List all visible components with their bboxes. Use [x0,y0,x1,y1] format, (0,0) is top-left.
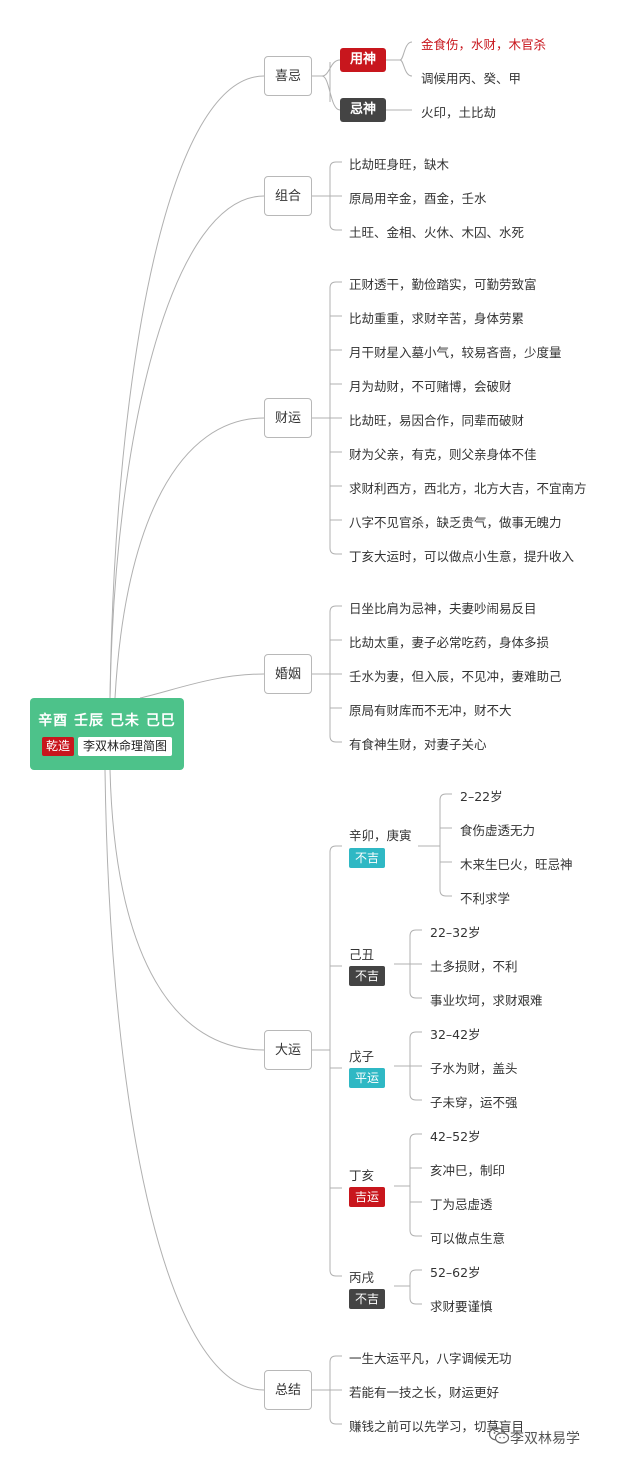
dayun-period-badge: 不吉 [349,848,386,868]
caiyun-item: 求财利西方，西北方，北方大吉，不宜南方 [349,481,587,496]
yongshen-item: 金食伤，水财，木官杀 [421,37,547,52]
dayun-period-item: 子未穿，运不强 [430,1095,518,1110]
dayun-period-item: 丁为忌虚透 [430,1197,493,1212]
dayun-period-item: 子水为财，盖头 [430,1061,518,1076]
dayun-period-name: 丙戌 [349,1270,375,1285]
branch-zongjie[interactable]: 总结 [264,1370,312,1410]
dayun-period-item: 32–42岁 [430,1027,481,1042]
dayun-period-badge: 不吉 [349,1289,386,1309]
dayun-period-item: 事业坎坷，求财艰难 [430,993,543,1008]
dayun-period-name: 己丑 [349,947,375,962]
root-title: 辛酉 壬辰 己未 己巳 [38,713,176,729]
dayun-period-item: 亥冲巳，制印 [430,1163,506,1178]
dayun-period-item: 可以做点生意 [430,1231,506,1246]
dayun-period-name: 辛卯，庚寅 [349,828,412,843]
branch-zuhe[interactable]: 组合 [264,176,312,216]
zongjie-item: 一生大运平凡，八字调候无功 [349,1351,512,1366]
dayun-period-name: 丁亥 [349,1168,375,1183]
dayun-period-badge: 平运 [349,1068,386,1088]
watermark: 李双林易学 [510,1431,580,1447]
zuhe-item: 原局用辛金，酉金，壬水 [349,191,487,206]
jishen-item: 火印，土比劫 [421,105,497,120]
zongjie-item: 若能有一技之长，财运更好 [349,1385,500,1400]
hunyin-item: 原局有财库而不无冲，财不大 [349,703,512,718]
dayun-period-name: 戊子 [349,1049,375,1064]
hunyin-item: 壬水为妻，但入辰，不见冲，妻难助己 [349,669,562,684]
wechat-icon [488,1427,510,1444]
root-node: 辛酉 壬辰 己未 己巳 乾造 李双林命理简图 [30,698,184,770]
dayun-period-item: 木来生巳火，旺忌神 [460,857,573,872]
dayun-period-item: 求财要谨慎 [430,1299,493,1314]
dayun-period-item: 42–52岁 [430,1129,481,1144]
branch-xiji[interactable]: 喜忌 [264,56,312,96]
zuhe-item: 比劫旺身旺，缺木 [349,157,450,172]
dayun-period-item: 食伤虚透无力 [460,823,536,838]
branch-dayun[interactable]: 大运 [264,1030,312,1070]
caiyun-item: 财为父亲，有克，则父亲身体不佳 [349,447,537,462]
caiyun-item: 比劫重重，求财辛苦，身体劳累 [349,311,525,326]
caiyun-item: 八字不见官杀，缺乏贵气，做事无魄力 [349,515,562,530]
dayun-period-item: 22–32岁 [430,925,481,940]
caiyun-item: 正财透干，勤俭踏实，可勤劳致富 [349,277,537,292]
dayun-period-item: 2–22岁 [460,789,503,804]
dayun-period-item: 土多损财，不利 [430,959,518,974]
branch-hunyin[interactable]: 婚姻 [264,654,312,694]
yongshen-badge: 用神 [340,48,387,72]
source-tag: 李双林命理简图 [78,737,172,756]
gender-tag: 乾造 [42,737,74,756]
zongjie-item: 赚钱之前可以先学习，切莫盲目 [349,1419,525,1434]
caiyun-item: 月为劫财，不可赌博，会破财 [349,379,512,394]
dayun-period-badge: 吉运 [349,1187,386,1207]
dayun-period-item: 52–62岁 [430,1265,481,1280]
dayun-period-item: 不利求学 [460,891,511,906]
dayun-period-badge: 不吉 [349,966,386,986]
caiyun-item: 丁亥大运时，可以做点小生意，提升收入 [349,549,575,564]
jishen-badge: 忌神 [340,98,387,122]
zuhe-item: 土旺、金相、火休、木囚、水死 [349,225,525,240]
branch-caiyun[interactable]: 财运 [264,398,312,438]
hunyin-item: 比劫太重，妻子必常吃药，身体多损 [349,635,550,650]
caiyun-item: 月干财星入墓小气，较易吝啬，少度量 [349,345,562,360]
caiyun-item: 比劫旺，易因合作，同辈而破财 [349,413,525,428]
hunyin-item: 日坐比肩为忌神，夫妻吵闹易反目 [349,601,537,616]
yongshen-item: 调候用丙、癸、甲 [421,71,522,86]
hunyin-item: 有食神生财，对妻子关心 [349,737,487,752]
